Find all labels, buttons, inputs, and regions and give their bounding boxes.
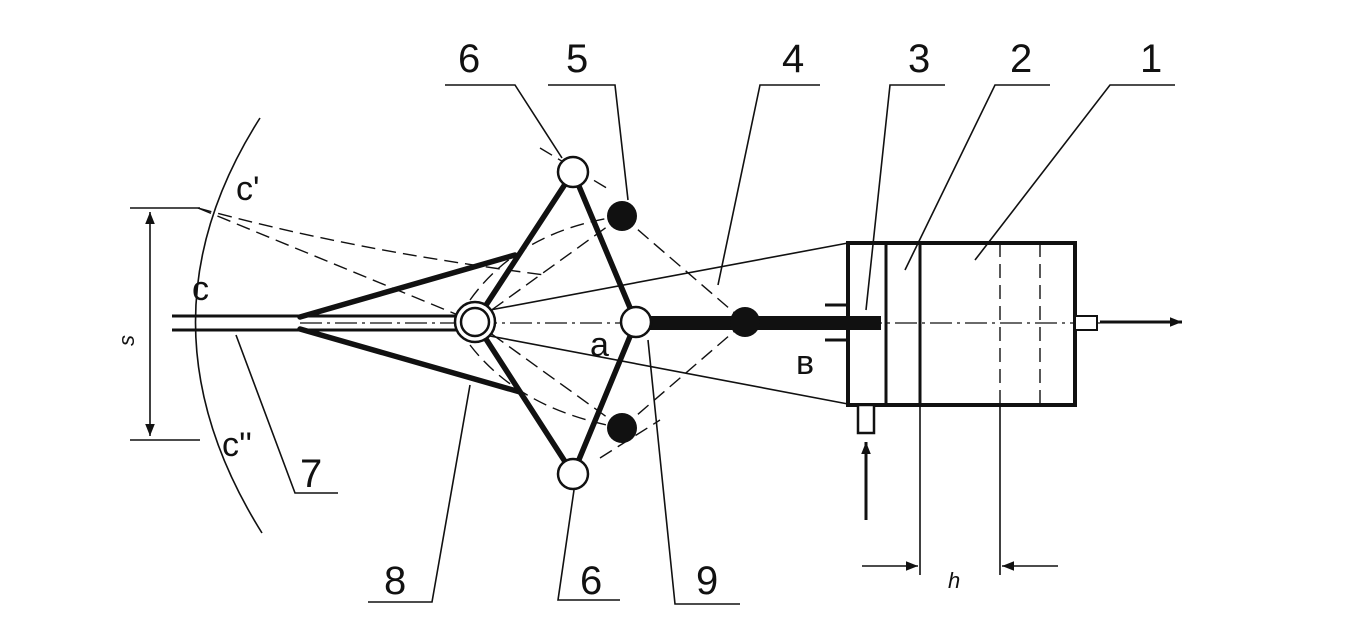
label-part-5: 5 [566, 37, 588, 81]
label-part-1: 1 [1140, 37, 1162, 81]
label-part-7: 7 [300, 452, 322, 496]
displaced-positions [197, 147, 746, 459]
label-part-4: 4 [782, 37, 804, 81]
label-part-9: 9 [696, 559, 718, 603]
joint-a [619, 305, 653, 339]
pivot-c-inner [459, 306, 491, 338]
dimension-h [862, 405, 1058, 575]
guide-lines-4 [489, 242, 849, 405]
cylinder [825, 241, 1098, 435]
label-dim-s: s [114, 335, 139, 346]
label-part-8: 8 [384, 559, 406, 603]
rhombus-linkage [472, 169, 639, 477]
weight-right [730, 307, 760, 337]
label-point-c2: c'' [222, 426, 252, 464]
label-part-6-top: 6 [458, 37, 480, 81]
leader-lines [235, 84, 1175, 605]
rod-7 [172, 314, 460, 332]
swing-arc [194, 117, 263, 534]
label-point-a: a [590, 326, 609, 364]
joint-bottom [556, 457, 590, 491]
label-point-c: c [192, 270, 209, 308]
label-part-3: 3 [908, 37, 930, 81]
label-dim-h: h [948, 568, 960, 593]
weight-top [607, 201, 637, 231]
label-part-6-bottom: 6 [580, 559, 602, 603]
dimension-s [130, 207, 200, 441]
label-point-c1: c' [236, 170, 260, 208]
joint-top [556, 155, 590, 189]
frame-8 [297, 252, 523, 395]
label-part-2: 2 [1010, 37, 1032, 81]
weight-bottom [607, 413, 637, 443]
label-point-b: в [796, 344, 814, 382]
